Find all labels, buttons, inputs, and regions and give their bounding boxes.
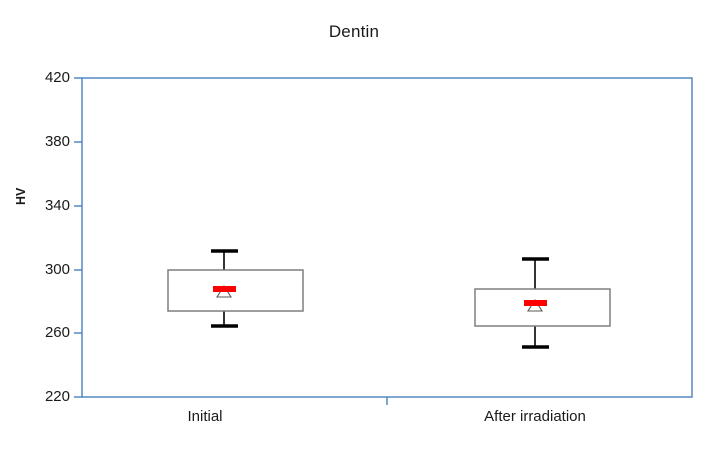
x-tick-label-after-irradiation: After irradiation	[484, 408, 586, 425]
mean-bar-marker-initial	[213, 286, 236, 292]
y-axis-ticks	[74, 77, 82, 398]
y-axis-tick-labels: 420 380 340 300 260 220	[26, 0, 70, 457]
y-tick-420: 420	[44, 69, 70, 86]
plot-frame	[81, 77, 693, 398]
chart-title: Dentin	[328, 22, 380, 41]
y-tick-380: 380	[44, 133, 70, 150]
y-tick-340: 340	[44, 197, 70, 214]
y-tick-220: 220	[44, 388, 70, 405]
box-plot-after-irradiation[interactable]	[474, 257, 611, 349]
x-tick-label-initial: Initial	[187, 408, 223, 425]
y-tick-260: 260	[44, 324, 70, 341]
mean-bar-marker-after-irradiation	[524, 300, 547, 306]
box-plot-initial[interactable]	[167, 249, 304, 328]
y-tick-300: 300	[44, 261, 70, 278]
box-body-after-irradiation	[474, 288, 611, 327]
